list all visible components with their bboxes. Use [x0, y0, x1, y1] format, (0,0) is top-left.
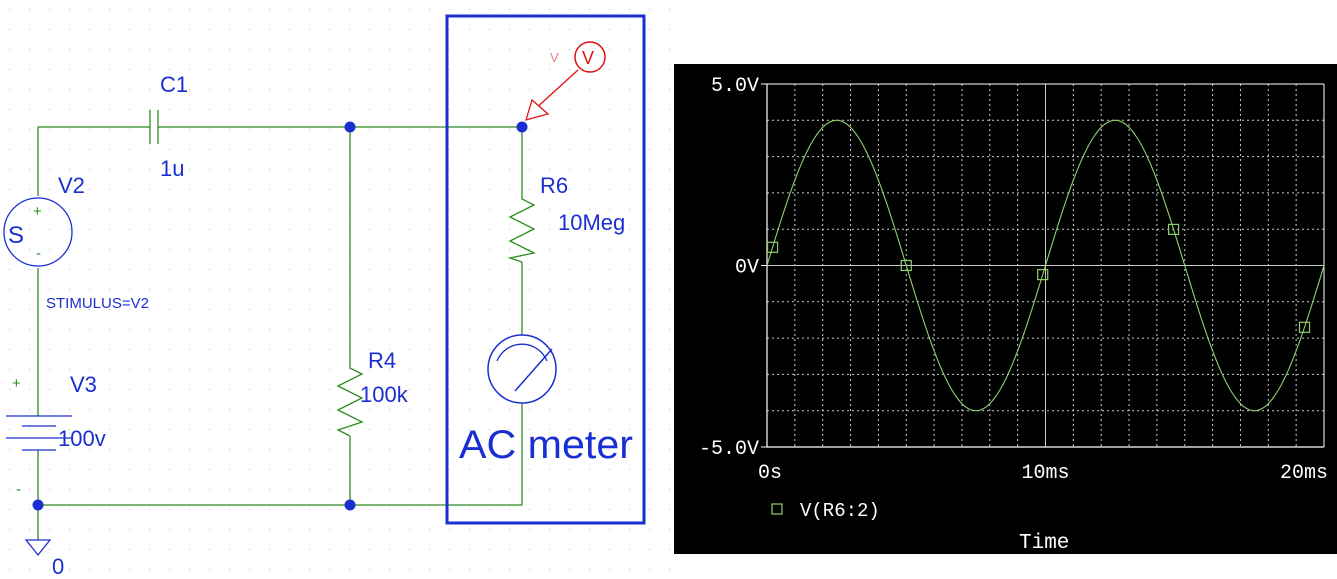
v2-symbol: S	[8, 222, 24, 249]
r6-value: 10Meg	[558, 210, 625, 235]
node-top-right	[516, 121, 528, 133]
series-marker	[1037, 269, 1049, 281]
node-bottom-left	[32, 499, 44, 511]
c1-name: C1	[160, 72, 188, 97]
wires	[37, 126, 523, 540]
x-axis-label: Time	[1019, 532, 1069, 554]
v2-name: V2	[58, 173, 85, 198]
grid-dots	[0, 0, 670, 579]
ground-label: 0	[52, 554, 64, 579]
y-tick-label: -5.0V	[699, 438, 759, 461]
series-marker	[766, 241, 779, 253]
series-marker	[1168, 223, 1180, 235]
legend-label: V(R6:2)	[800, 500, 880, 522]
source-v2[interactable]	[3, 197, 73, 267]
meter-box[interactable]	[445, 14, 646, 525]
battery-v3[interactable]	[6, 415, 72, 451]
wire-bottom	[38, 403, 523, 506]
node-top-mid	[344, 121, 356, 133]
x-tick-label: 20ms	[1280, 462, 1328, 485]
v2-minus: -	[36, 245, 41, 262]
legend-marker-icon	[771, 503, 783, 515]
y-tick-label: 5.0V	[711, 75, 759, 98]
series-marker	[900, 259, 912, 272]
probe-marker-text: V	[550, 50, 559, 65]
voltage-probe-marker[interactable]	[525, 41, 606, 121]
x-tick-label: 10ms	[1021, 462, 1069, 485]
v2-attribute: STIMULUS=V2	[46, 295, 149, 312]
v3-plus: +	[12, 375, 21, 392]
circuit-schematic: C1 1u S + - V2 STIMULUS=V2 + - V3 100v R…	[0, 0, 670, 579]
probe-symbol: V	[582, 48, 594, 68]
y-tick-label: 0V	[735, 257, 759, 280]
v2-plus: +	[33, 203, 42, 220]
r6-name: R6	[540, 173, 568, 198]
v3-value: 100v	[58, 426, 106, 451]
series-line-v-r6-2	[766, 119, 1325, 412]
meter-icon[interactable]	[487, 334, 557, 404]
ground-icon[interactable]	[24, 539, 52, 557]
legend: V(R6:2)	[771, 500, 880, 522]
meter-box-label: AC meter	[459, 423, 633, 467]
series-markers	[766, 223, 1311, 333]
resistor-r4[interactable]	[336, 362, 364, 437]
v3-name: V3	[70, 372, 97, 397]
r4-name: R4	[368, 348, 396, 373]
series-marker	[1298, 321, 1311, 333]
c1-value: 1u	[160, 156, 184, 181]
r4-value: 100k	[360, 382, 409, 407]
junction-nodes	[32, 121, 528, 511]
x-tick-label: 0s	[758, 462, 782, 485]
wire-v2-c1	[37, 126, 138, 196]
node-bottom-mid	[344, 499, 356, 511]
capacitor-c1[interactable]	[138, 110, 170, 144]
resistor-r6[interactable]	[507, 193, 536, 263]
v3-minus: -	[16, 481, 21, 498]
